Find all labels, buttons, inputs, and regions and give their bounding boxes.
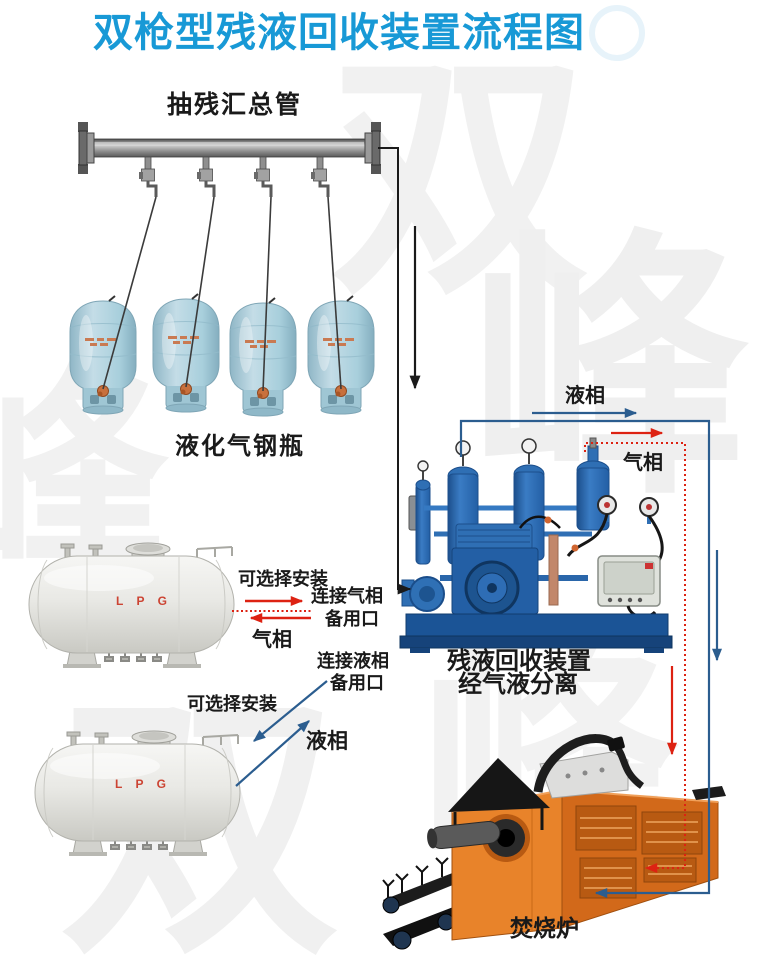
burner bbox=[427, 820, 501, 850]
cylinder-hoses bbox=[102, 196, 342, 392]
connect-liquid-label-line2: 备用口 bbox=[330, 673, 384, 693]
tank2-liquid-phase-label: 液相 bbox=[306, 730, 348, 753]
page-title: 双枪型残液回收装置流程图 bbox=[93, 11, 585, 55]
liquid-phase-line bbox=[459, 419, 711, 898]
gas-cylinder-1 bbox=[69, 295, 137, 415]
feed-line bbox=[378, 147, 412, 595]
tank1-gas-phase-label: 气相 bbox=[252, 629, 292, 651]
gas-cylinder-2 bbox=[152, 293, 220, 413]
tank1-optional-label: 可选择安装 bbox=[238, 569, 328, 589]
incinerator-label: 焚烧炉 bbox=[510, 915, 579, 941]
logo-watermark-circle bbox=[589, 5, 645, 61]
gas-phase-right-label: 气相 bbox=[623, 452, 663, 474]
connect-liquid-label-line1: 连接液相 bbox=[317, 651, 389, 671]
recovery-unit bbox=[399, 437, 673, 653]
cylinders-label: 液化气钢瓶 bbox=[175, 433, 305, 460]
gas-cylinder-4 bbox=[307, 295, 375, 415]
tank2-liquid-out-arrow bbox=[235, 720, 310, 787]
pipe-valves bbox=[139, 156, 330, 197]
connect-gas-label-line2: 备用口 bbox=[325, 609, 379, 629]
gas-phase-line bbox=[584, 442, 686, 873]
liquid-phase-top-label: 液相 bbox=[565, 385, 605, 407]
lpg-tank-2 bbox=[34, 730, 241, 857]
tank2-lpg-text: L P G bbox=[115, 777, 171, 791]
pipe-flange-right bbox=[364, 122, 381, 174]
header-pipe-label: 抽残汇总管 bbox=[167, 91, 303, 119]
tank1-lpg-text: L P G bbox=[116, 594, 172, 608]
tank2-optional-label: 可选择安装 bbox=[187, 694, 277, 714]
recovery-label-line1: 残液回收装置 bbox=[447, 648, 591, 675]
connect-gas-label-line1: 连接气相 bbox=[311, 586, 383, 606]
pipe-flange-left bbox=[78, 122, 95, 174]
header-pipe bbox=[78, 122, 381, 197]
tank2-liquid-in-arrow bbox=[253, 680, 328, 742]
recovery-label-line2: 经气液分离 bbox=[458, 671, 578, 698]
gas-cylinder-3 bbox=[229, 297, 297, 417]
incinerator bbox=[382, 734, 726, 950]
